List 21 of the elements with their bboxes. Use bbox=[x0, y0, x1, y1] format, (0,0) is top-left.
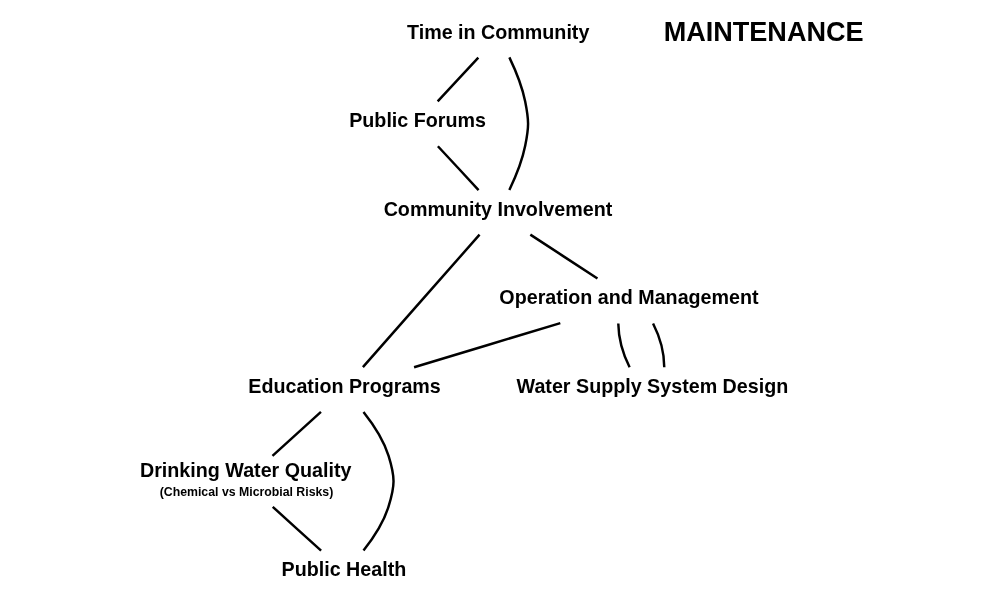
node-text: Community Involvement bbox=[383, 197, 613, 220]
connector bbox=[413, 321, 561, 369]
label: MAINTENANCE bbox=[663, 15, 864, 47]
node-text: Time in Community bbox=[407, 20, 590, 43]
connector bbox=[617, 323, 631, 368]
connector bbox=[437, 145, 480, 191]
node-text: Education Programs bbox=[248, 374, 441, 397]
connector bbox=[362, 411, 395, 552]
node-text: Drinking Water Quality bbox=[140, 459, 352, 482]
connector bbox=[271, 411, 322, 457]
connector bbox=[508, 56, 530, 191]
node-text: Operation and Management bbox=[499, 286, 759, 309]
node-label: (Chemical vs Microbial Risks) bbox=[159, 484, 334, 499]
node-text: Public Health bbox=[281, 558, 407, 581]
connector bbox=[651, 322, 666, 368]
connector bbox=[529, 233, 599, 280]
connector bbox=[271, 505, 322, 552]
connector bbox=[436, 56, 480, 103]
node-text: Public Forums bbox=[349, 109, 486, 132]
node-text: Water Supply System Design bbox=[516, 374, 789, 397]
connector bbox=[361, 233, 481, 368]
